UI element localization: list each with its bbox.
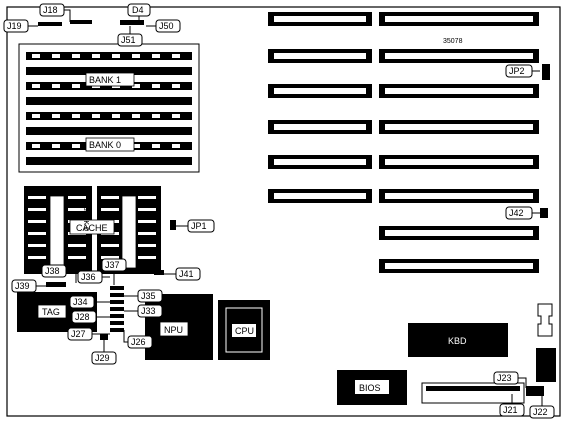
label-d4: D4 <box>132 5 144 15</box>
label-j29: J29 <box>95 353 110 363</box>
label-j38: J38 <box>45 266 60 276</box>
label-j41: J41 <box>179 269 194 279</box>
label-j37: J37 <box>105 260 120 270</box>
label-j21: J21 <box>503 405 518 415</box>
right-connector <box>537 303 553 337</box>
small-jumpers <box>38 20 550 396</box>
jumper-blocks <box>110 286 124 332</box>
label-j26: J26 <box>131 337 146 347</box>
label-tag: TAG <box>42 307 60 317</box>
label-j19: J19 <box>7 21 22 31</box>
label-npu: NPU <box>164 325 183 335</box>
label-j50: J50 <box>159 21 174 31</box>
label-bank-0: BANK 0 <box>89 140 121 150</box>
label-cache-bank-1: BANK 1 <box>154 206 161 231</box>
right-edge-port <box>536 348 556 382</box>
kbd-chip <box>408 323 508 357</box>
label-j28: J28 <box>75 312 90 322</box>
label-cache: CACHE <box>76 223 108 233</box>
label-cpu: CPU <box>235 326 254 336</box>
simm-banks <box>18 43 200 173</box>
label-j22: J22 <box>533 407 548 417</box>
label-j34: J34 <box>73 297 88 307</box>
label-j27: J27 <box>71 329 86 339</box>
label-j35: J35 <box>141 291 156 301</box>
label-j23: J23 <box>497 373 512 383</box>
label-j39: J39 <box>15 281 30 291</box>
expansion-slots <box>268 12 539 273</box>
label-jp2: JP2 <box>509 66 525 76</box>
label-j33: J33 <box>141 306 156 316</box>
label-j42: J42 <box>509 208 524 218</box>
label-j51: J51 <box>121 35 136 45</box>
label-jp1: JP1 <box>191 221 207 231</box>
label-j36: J36 <box>81 272 96 282</box>
cpu-chip <box>218 300 270 360</box>
label-kbd: KBD <box>448 336 467 346</box>
label-bios: BIOS <box>359 383 381 393</box>
label-cache-bank-0: BANK 0 <box>82 206 89 231</box>
label-j18: J18 <box>43 5 58 15</box>
board-id-text: 35078 <box>443 38 463 45</box>
label-bank-1: BANK 1 <box>89 75 121 85</box>
